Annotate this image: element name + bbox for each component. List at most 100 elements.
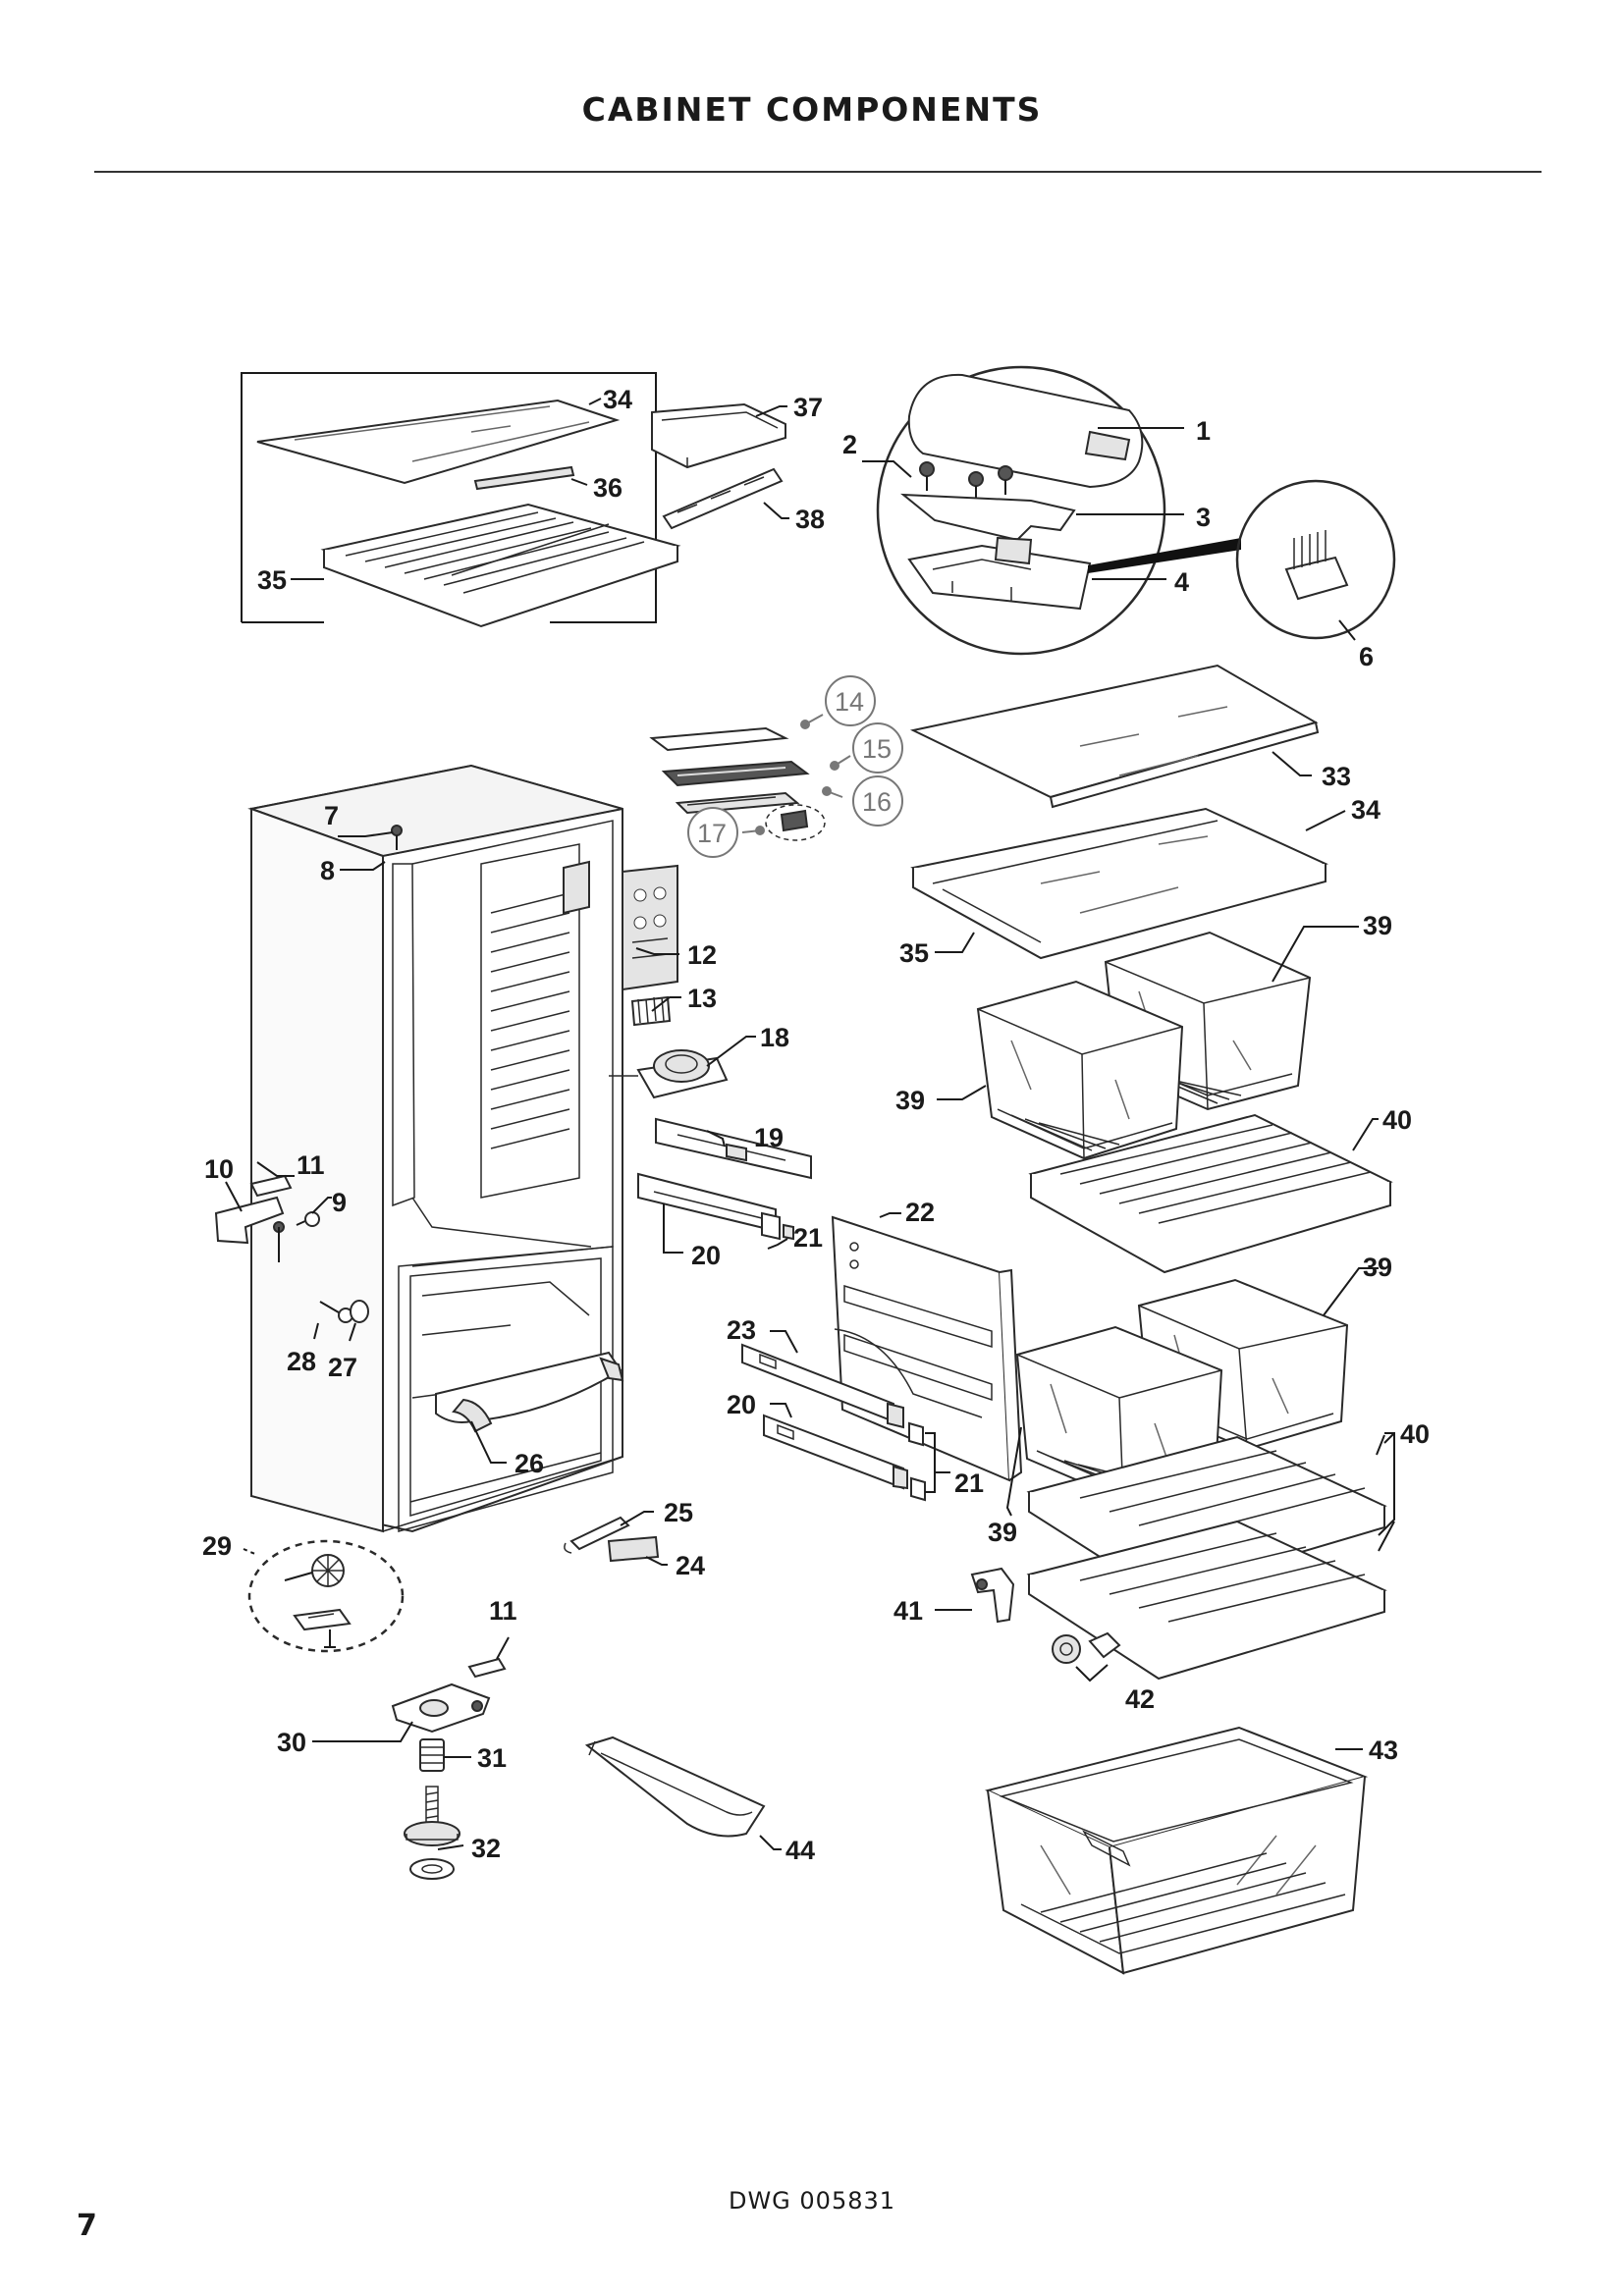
callout-43: 43 (1369, 1735, 1398, 1765)
part-20-rail-upper (637, 1172, 777, 1233)
callout-11-upper: 11 (297, 1150, 325, 1180)
part-36-shelf-trim (473, 465, 575, 491)
callout-24: 24 (676, 1551, 705, 1580)
part-40-tray-lower (1026, 1520, 1387, 1681)
part-3-mounting-plate (900, 493, 1076, 542)
callout-8: 8 (320, 856, 335, 885)
part-32-leveling-foot (404, 1786, 460, 1880)
title-divider (94, 171, 1542, 173)
part-1-housing-cover (907, 373, 1144, 489)
callout-38: 38 (795, 505, 825, 534)
callout-44: 44 (785, 1836, 815, 1865)
part-40-tray-upper (1028, 1113, 1393, 1274)
callout-31: 31 (477, 1743, 507, 1773)
part-34-glass-shelf-inset (256, 399, 621, 485)
part-7-screw (391, 825, 403, 850)
callout-34-inset: 34 (603, 385, 632, 414)
callout-30: 30 (277, 1728, 306, 1757)
callout-4: 4 (1174, 567, 1189, 597)
callout-35: 35 (899, 938, 929, 968)
part-21-clip-upper (761, 1211, 794, 1241)
callout-26: 26 (514, 1449, 544, 1478)
callout-40-upper: 40 (1382, 1105, 1412, 1135)
callout-29: 29 (202, 1531, 232, 1561)
part-29-leveler-detail (243, 1539, 405, 1653)
part-43-crisper-drawer (985, 1726, 1369, 1975)
callout-34: 34 (1351, 795, 1380, 825)
callout-12: 12 (687, 940, 717, 970)
part-11-hinge-cap-lower (467, 1657, 507, 1679)
part-4-housing-base (907, 536, 1092, 611)
part-22-panel (831, 1215, 1023, 1482)
callout-32: 32 (471, 1834, 501, 1863)
part-25-clip (564, 1516, 630, 1554)
part-30-hinge-bracket (391, 1682, 491, 1734)
connector-link (1088, 538, 1241, 573)
part-14-board-cover (649, 726, 789, 752)
callout-28: 28 (287, 1347, 316, 1376)
part-34-glass-shelf (932, 820, 1218, 914)
callout-6: 6 (1359, 642, 1374, 671)
leader-lines (225, 398, 1395, 1850)
callout-11-lower: 11 (489, 1596, 517, 1626)
part-35-wire-tray-inset (320, 503, 681, 628)
callout-20-upper: 20 (691, 1241, 721, 1270)
page-number: 7 (77, 2209, 97, 2243)
callout-9: 9 (332, 1188, 347, 1217)
callout-18: 18 (760, 1023, 789, 1052)
control-board-parts (649, 675, 903, 858)
part-31-bushing (419, 1738, 445, 1772)
part-24-clip (607, 1535, 660, 1563)
callout-15: 15 (862, 734, 892, 764)
refrigerator-cabinet (247, 764, 623, 1533)
callout-35-inset: 35 (257, 565, 287, 595)
callout-36: 36 (593, 473, 623, 503)
callout-3: 3 (1196, 503, 1211, 532)
page-title: CABINET COMPONENTS (581, 90, 1043, 129)
callout-17: 17 (697, 819, 727, 848)
callout-2: 2 (842, 430, 857, 459)
part-10-hinge (214, 1196, 285, 1262)
part-11-hinge-cap-upper (249, 1174, 293, 1198)
part-28-screw (319, 1301, 353, 1323)
callout-39-right: 39 (1363, 1253, 1392, 1282)
callout-39-bottom: 39 (988, 1518, 1017, 1547)
part-41-bracket (970, 1567, 1015, 1624)
callout-39-left: 39 (895, 1086, 925, 1115)
part-12-display-panel (622, 864, 678, 991)
callout-labels: 1 2 3 4 6 7 8 9 10 11 11 12 13 14 15 16 … (202, 385, 1430, 1865)
callout-21-upper: 21 (793, 1223, 823, 1253)
part-15-board-frame (661, 760, 810, 787)
callout-37: 37 (793, 393, 823, 422)
part-27-cap (350, 1300, 369, 1323)
part-19-rail (655, 1117, 812, 1180)
callout-33: 33 (1322, 762, 1351, 791)
callout-14: 14 (835, 687, 864, 717)
callout-16: 16 (862, 787, 892, 817)
callout-10: 10 (204, 1154, 234, 1184)
callout-42: 42 (1125, 1684, 1155, 1714)
part-21-clip-lower (908, 1421, 926, 1502)
inset-box-shelf-parts (241, 372, 786, 628)
callout-40-lower: 40 (1400, 1419, 1430, 1449)
part-37-shelf-bracket (651, 402, 786, 469)
callout-13: 13 (687, 984, 717, 1013)
callout-1: 1 (1196, 416, 1211, 446)
callout-7: 7 (324, 801, 339, 830)
part-35-shelf-frame (910, 807, 1328, 960)
part-17-sensor (765, 804, 826, 841)
part-39-bin-upper-left (976, 980, 1184, 1160)
callout-41: 41 (893, 1596, 923, 1626)
part-42-roller (1052, 1631, 1121, 1664)
callout-20-lower: 20 (727, 1390, 756, 1419)
part-38-shelf-rail (662, 467, 784, 530)
callout-25: 25 (664, 1498, 693, 1527)
part-33-glass-shelf (909, 664, 1320, 809)
part-16-pcb (675, 791, 800, 815)
callout-22: 22 (905, 1198, 935, 1227)
callout-23: 23 (727, 1315, 756, 1345)
callout-39-top: 39 (1363, 911, 1392, 940)
drawing-number: DWG 005831 (728, 2187, 896, 2215)
control-housing-detail (876, 365, 1396, 656)
